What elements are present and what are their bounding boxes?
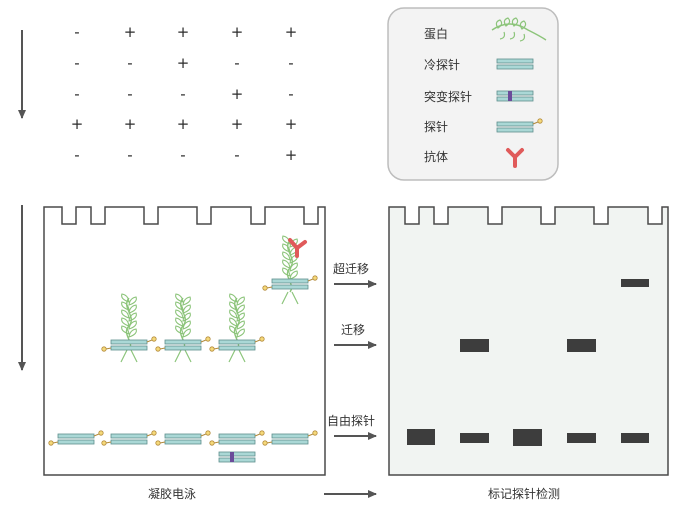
grid-cell-r3-c4: + bbox=[230, 85, 244, 103]
band-lane-4-shift bbox=[567, 339, 596, 352]
grid-cell-r4-c1: + bbox=[70, 115, 84, 133]
free-probe-lane-2 bbox=[101, 430, 157, 446]
antibody-lane-5 bbox=[288, 238, 307, 258]
mutant-probe-icon bbox=[496, 90, 534, 102]
grid-cell-r2-c2: - bbox=[127, 54, 133, 72]
supershift-label: 超迁移 bbox=[333, 262, 370, 276]
free-probe-lane-4 bbox=[209, 430, 265, 446]
protein-lane-2 bbox=[120, 293, 138, 363]
grid-cell-r5-c3: - bbox=[180, 146, 186, 164]
grid-cell-r2-c5: - bbox=[288, 54, 294, 72]
shift-probe-lane-3 bbox=[155, 336, 211, 352]
legend-label-cold-probe: 冷探针 bbox=[424, 58, 461, 72]
detection-bands bbox=[407, 279, 649, 446]
band-lane-3-free bbox=[513, 429, 542, 446]
grid-cell-r4-c2: + bbox=[123, 115, 137, 133]
grid-cell-r3-c2: - bbox=[127, 85, 133, 103]
antibody-icon bbox=[506, 148, 524, 168]
left-gel-content bbox=[48, 235, 318, 463]
free-probe-lane-1 bbox=[48, 430, 104, 446]
cold-probe-icon bbox=[496, 58, 534, 70]
free-probe-label: 自由探针 bbox=[327, 414, 376, 428]
shift-label: 迁移 bbox=[341, 323, 366, 337]
grid-cell-r4-c3: + bbox=[176, 115, 190, 133]
legend-box bbox=[387, 7, 559, 181]
grid-cell-r3-c3: - bbox=[180, 85, 186, 103]
band-lane-2-shift bbox=[460, 339, 489, 352]
grid-cell-r1-c3: + bbox=[176, 23, 190, 41]
gel-caption: 凝胶电泳 bbox=[148, 487, 197, 501]
band-lane-4-free bbox=[567, 433, 596, 443]
right-gel bbox=[388, 206, 669, 476]
mutant-probe-lane-4 bbox=[218, 451, 256, 463]
grid-cell-r1-c1: - bbox=[74, 23, 80, 41]
grid-cell-r2-c3: + bbox=[176, 54, 190, 72]
grid-cell-r5-c2: - bbox=[127, 146, 133, 164]
band-lane-5-free bbox=[621, 433, 649, 443]
grid-cell-r2-c4: - bbox=[234, 54, 240, 72]
grid-cell-r3-c5: - bbox=[288, 85, 294, 103]
grid-cell-r3-c1: - bbox=[74, 85, 80, 103]
legend-label-mutant-probe: 突变探针 bbox=[424, 90, 473, 104]
shift-probe-lane-4 bbox=[209, 336, 265, 352]
grid-cell-r5-c4: - bbox=[234, 146, 240, 164]
grid-cell-r1-c5: + bbox=[284, 23, 298, 41]
legend-label-protein: 蛋白 bbox=[424, 27, 449, 41]
legend-label-probe: 探针 bbox=[424, 120, 449, 134]
grid-cell-r5-c1: - bbox=[74, 146, 80, 164]
detection-caption: 标记探针检测 bbox=[488, 487, 561, 501]
grid-cell-r4-c4: + bbox=[230, 115, 244, 133]
free-probe-lane-5 bbox=[262, 430, 318, 446]
grid-cell-r5-c5: + bbox=[284, 146, 298, 164]
supershift-probe-lane-5 bbox=[262, 275, 318, 291]
band-lane-2-free bbox=[460, 433, 489, 443]
band-lane-1-free bbox=[407, 429, 435, 445]
legend-label-antibody: 抗体 bbox=[424, 150, 449, 164]
shift-probe-lane-2 bbox=[101, 336, 157, 352]
grid-cell-r2-c1: - bbox=[74, 54, 80, 72]
band-lane-5-supershift bbox=[621, 279, 649, 287]
grid-cell-r4-c5: + bbox=[284, 115, 298, 133]
protein-icon bbox=[491, 17, 547, 42]
probe-icon bbox=[496, 118, 543, 133]
free-probe-lane-3 bbox=[155, 430, 211, 446]
grid-cell-r1-c2: + bbox=[123, 23, 137, 41]
grid-cell-r1-c4: + bbox=[230, 23, 244, 41]
